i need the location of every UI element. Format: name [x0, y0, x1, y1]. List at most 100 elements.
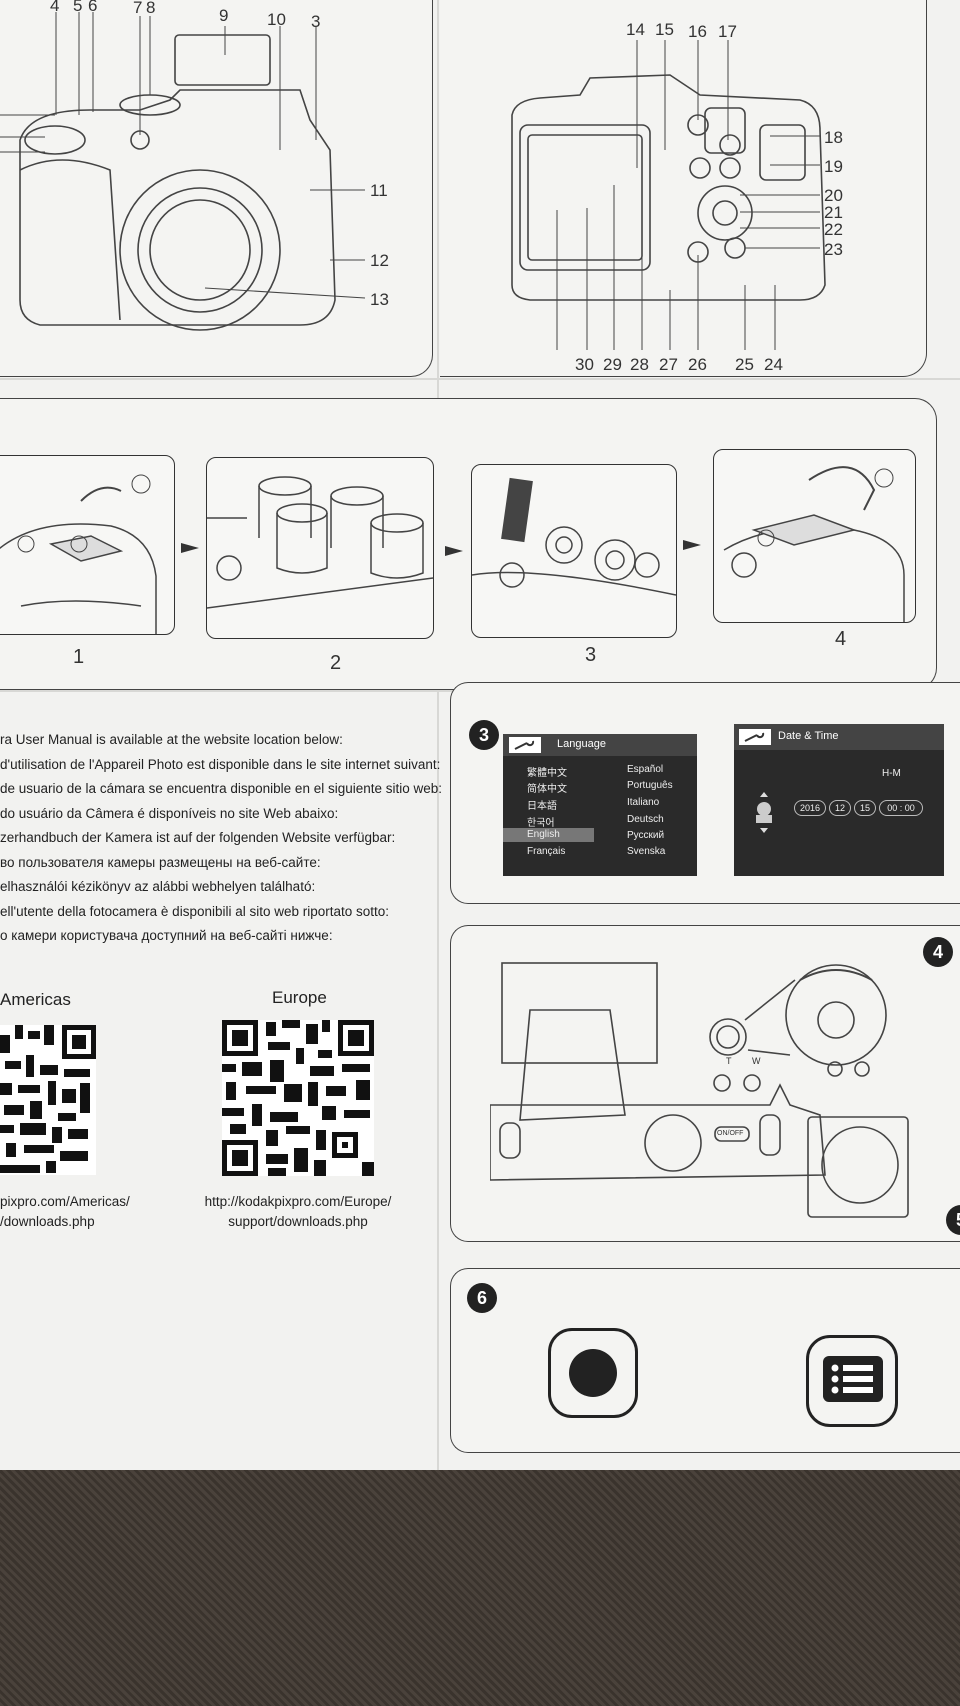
step-arrow-icon: [445, 546, 463, 556]
back-label: 26: [688, 355, 707, 374]
front-label: 6: [88, 0, 98, 15]
back-label: 30: [575, 355, 594, 374]
language-screen: Language 繁體中文 简体中文 日本語 한국어 English Franç…: [503, 734, 697, 876]
url-line: /downloads.php: [0, 1214, 95, 1229]
date-time-screen: Date & Time H-M 2016 12 15 00 : 00: [734, 724, 944, 876]
date-year-field[interactable]: 2016: [794, 800, 826, 816]
date-day-field[interactable]: 15: [854, 800, 876, 816]
step-number: 3: [585, 644, 597, 666]
front-label: 9: [219, 6, 229, 25]
zoom-t-label: T: [726, 1056, 732, 1066]
step-4-illustration: [713, 449, 916, 623]
front-label: 12: [370, 251, 389, 270]
step-3-illustration: [471, 464, 677, 638]
language-screen-header: [503, 734, 697, 756]
manual-text-line: de usuario de la cámara se encuentra dis…: [0, 781, 443, 796]
manual-text-line: do usuário da Câmera é disponíveis no si…: [0, 805, 339, 821]
back-label: 17: [718, 22, 737, 41]
language-option[interactable]: 한국어: [527, 818, 555, 829]
shutter-dot: [569, 1349, 617, 1397]
vertical-fold: [437, 0, 439, 1470]
camera-top-drawing: [490, 962, 909, 1218]
menu-list-icon: [823, 1356, 883, 1402]
step-arrow-icon: [181, 543, 199, 553]
horizontal-fold-1: [0, 378, 960, 380]
manual-text-line: о камери користувача доступний на веб-са…: [0, 928, 333, 943]
manual-text-line: elhasználói kézikönyv az alábbi webhelye…: [0, 879, 316, 894]
back-label: 15: [655, 20, 674, 39]
front-label: 4: [50, 0, 60, 15]
language-option[interactable]: 繁體中文: [527, 768, 567, 779]
front-diagram-panel: [0, 0, 433, 377]
language-option[interactable]: 日本語: [527, 801, 557, 812]
step-number: 2: [330, 652, 342, 674]
back-label: 28: [630, 355, 649, 374]
region-americas-title: Americas: [0, 990, 71, 1009]
front-label: 8: [146, 0, 156, 17]
front-label: 11: [370, 181, 388, 200]
region-europe-title: Europe: [272, 988, 327, 1007]
language-option[interactable]: Português: [627, 780, 673, 791]
language-option[interactable]: Русский: [627, 830, 665, 841]
date-time-screen-title: Date & Time: [778, 730, 839, 742]
language-option[interactable]: Italiano: [627, 797, 660, 808]
wrench-icon: [739, 729, 771, 745]
back-label: 16: [688, 22, 707, 41]
language-option[interactable]: Deutsch: [627, 814, 664, 825]
back-label: 14: [626, 20, 645, 39]
front-label: 7: [133, 0, 143, 17]
manual-text-line: во пользователя камеры размещены на веб-…: [0, 854, 321, 870]
manual-text-line: ra User Manual is available at the websi…: [0, 732, 343, 747]
date-format[interactable]: H-M: [882, 768, 901, 779]
wrench-icon: [509, 737, 541, 753]
time-field[interactable]: 00 : 00: [879, 800, 923, 816]
step-arrow-icon: [683, 540, 701, 550]
manual-text-line: ell'utente della fotocamera è disponibil…: [0, 903, 390, 919]
back-label: 20: [824, 186, 843, 205]
camera-back-drawing: [511, 40, 826, 350]
back-label: 24: [764, 355, 783, 374]
language-screen-title: Language: [557, 738, 606, 750]
manual-text-line: d'utilisation de l'Appareil Photo est di…: [0, 756, 441, 772]
qr-code-americas-icon[interactable]: [0, 1025, 96, 1175]
section-5-badge: 5: [946, 1205, 960, 1235]
back-label: 22: [824, 220, 843, 239]
back-label: 25: [735, 355, 754, 374]
url-line: support/downloads.php: [228, 1214, 368, 1229]
step-2-illustration: [206, 457, 434, 639]
shutter-button-icon[interactable]: [548, 1328, 638, 1418]
carpet-background: [0, 1460, 960, 1706]
region-americas-url[interactable]: pixpro.com/Americas/ /downloads.php: [0, 1192, 130, 1232]
back-label: 18: [824, 128, 843, 147]
back-label: 19: [824, 157, 843, 176]
language-option-selected[interactable]: English: [503, 828, 594, 842]
step-number: 4: [835, 628, 847, 650]
back-label: 21: [824, 203, 843, 222]
back-label: 27: [659, 355, 678, 374]
clock-ymd-icon: [756, 792, 772, 833]
date-month-field[interactable]: 12: [829, 800, 851, 816]
zoom-w-label: W: [752, 1056, 761, 1066]
onoff-label: ON/OFF: [717, 1130, 744, 1137]
front-label: 13: [370, 290, 389, 309]
language-option[interactable]: Español: [627, 764, 664, 775]
language-option[interactable]: Svenska: [627, 846, 666, 857]
qr-code-europe-icon[interactable]: [222, 1020, 374, 1176]
language-option[interactable]: 简体中文: [527, 784, 567, 795]
manual-text-line: zerhandbuch der Kamera ist auf der folge…: [0, 830, 396, 845]
section-6-badge: 6: [467, 1283, 497, 1313]
section-3-badge: 3: [469, 720, 499, 750]
language-option[interactable]: Français: [527, 846, 566, 857]
region-europe-url[interactable]: http://kodakpixpro.com/Europe/ support/d…: [180, 1192, 416, 1232]
step-number: 1: [73, 646, 85, 668]
step-1-illustration: [0, 455, 175, 635]
url-line: pixpro.com/Americas/: [0, 1194, 130, 1209]
manual-sheet: 4 5 6 7 8 9 10 3 11 12 13: [0, 0, 960, 1470]
back-label: 23: [824, 240, 843, 259]
manual-availability-text: ra User Manual is available at the websi…: [0, 728, 443, 949]
camera-front-drawing: [0, 12, 366, 331]
front-label: 5: [73, 0, 83, 15]
front-label: 10: [267, 10, 286, 29]
menu-button-icon[interactable]: [806, 1335, 898, 1427]
section-4-badge: 4: [923, 937, 953, 967]
